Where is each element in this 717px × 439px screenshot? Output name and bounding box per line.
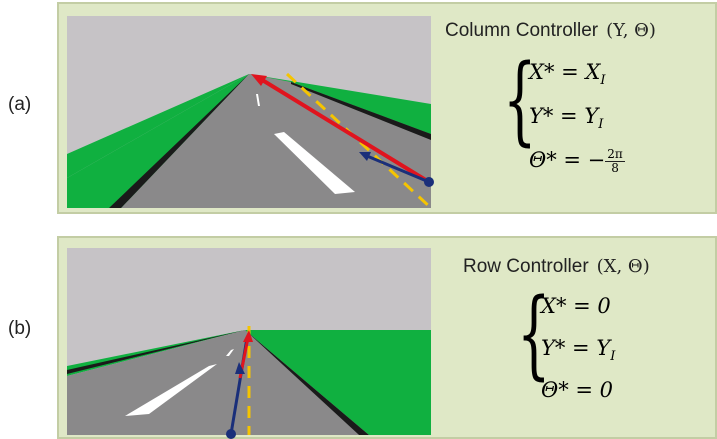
controller-args-a: (Y, Θ) xyxy=(606,20,656,41)
equation-x-b: X* = 0 xyxy=(541,294,611,318)
controller-args-b: (X, Θ) xyxy=(596,256,650,277)
target-arrow xyxy=(257,76,431,184)
road-edge-right xyxy=(245,330,369,435)
equation-y-a: Y* = YI xyxy=(529,104,604,133)
controller-title-a: Column Controller (Y, Θ) xyxy=(445,20,656,42)
road-edge-left xyxy=(109,74,249,208)
current-arrowhead xyxy=(235,362,245,374)
lane-marking xyxy=(274,132,355,194)
panel-a: Column Controller (Y, Θ) { X* = XI Y* = Y… xyxy=(57,2,717,214)
equation-theta-b: Θ* = 0 xyxy=(541,378,614,402)
left-brace-a: { xyxy=(503,44,537,156)
road-scene-a xyxy=(67,16,434,210)
lane-marking xyxy=(226,349,234,356)
equation-x-a: X* = XI xyxy=(529,60,606,89)
equation-y-b: Y* = YI xyxy=(541,336,616,365)
controller-name-a: Column Controller xyxy=(445,20,599,41)
grass-right xyxy=(245,330,431,435)
road-edge-right xyxy=(291,82,431,140)
controller-name-b: Row Controller xyxy=(463,256,589,277)
panel-label-a: (a) xyxy=(8,94,32,115)
target-arrowhead xyxy=(243,330,253,342)
panel-b: Row Controller (X, Θ) { X* = 0 Y* = YI Θ*… xyxy=(57,236,717,439)
road-edge-left xyxy=(67,330,245,374)
vehicle-point xyxy=(226,429,236,439)
controller-title-b: Row Controller (X, Θ) xyxy=(463,256,650,278)
road-scene-b xyxy=(67,248,431,439)
guide-line xyxy=(285,72,433,210)
panel-label-b: (b) xyxy=(8,318,32,339)
vehicle-point xyxy=(424,177,434,187)
current-arrowhead xyxy=(359,152,371,161)
target-arrowhead xyxy=(251,74,267,86)
lane-marking xyxy=(256,94,260,106)
current-arrow xyxy=(366,154,430,184)
lane-marking xyxy=(125,364,217,416)
left-brace-b: { xyxy=(517,278,551,390)
